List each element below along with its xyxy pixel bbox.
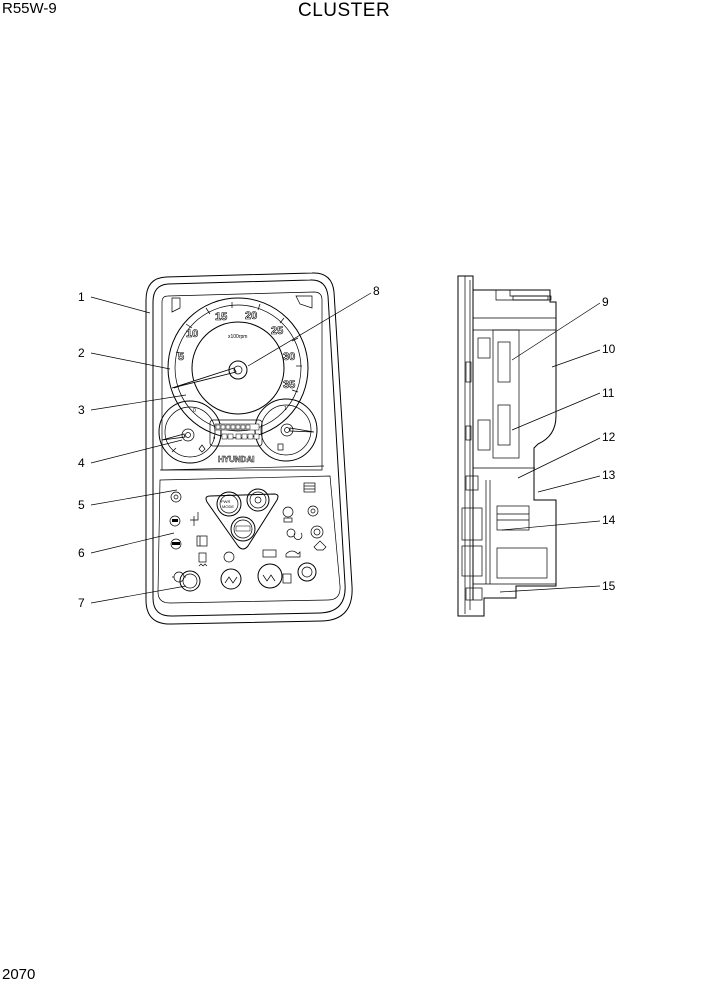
speedo-mark-10: 10 [186, 328, 198, 340]
mode-button-group [205, 493, 279, 550]
speedo-mark-35: 35 [283, 379, 295, 391]
warning-lamps [169, 482, 327, 583]
lamp-icon [169, 515, 181, 527]
switch-button[interactable] [257, 563, 283, 589]
callout-12: 12 [602, 430, 616, 444]
callout-15: 15 [602, 579, 616, 593]
seatbelt-icon [282, 506, 294, 518]
tachometer-ticks [173, 302, 302, 393]
callout-3: 3 [78, 403, 85, 417]
callout-14: 14 [602, 513, 616, 527]
model-code: R55W-9 [2, 0, 57, 17]
left-gauge-mark: 0 [193, 408, 196, 414]
book-icon [196, 535, 208, 547]
light-icon [303, 482, 316, 493]
battery-icon [262, 549, 277, 558]
tachometer-dial [191, 321, 285, 415]
cluster-side-view [457, 275, 557, 617]
right-gauge-mark: 1 [284, 406, 287, 412]
speedo-mark-25: 25 [271, 325, 283, 337]
svg-text:PWR: PWR [221, 499, 230, 504]
callout-leaders [90, 292, 601, 604]
tachometer-bezel [167, 297, 309, 439]
switch-button[interactable] [297, 562, 317, 582]
speedo-mark-20: 20 [245, 310, 257, 322]
speedo-mark-30: 30 [283, 351, 295, 363]
callout-2: 2 [78, 346, 85, 360]
filter-icon [313, 540, 327, 551]
page-number: 2070 [2, 966, 36, 983]
page-title: CLUSTER [298, 0, 391, 21]
lcd-display [209, 419, 263, 447]
callout-4: 4 [78, 456, 85, 470]
work-mode-button[interactable] [246, 488, 270, 512]
lamp-icon [170, 538, 182, 550]
left-gauge [158, 400, 222, 464]
temperature-icon [198, 444, 206, 453]
clock-icon [223, 551, 235, 563]
svg-text:MODE: MODE [222, 504, 234, 509]
callout-8: 8 [373, 284, 380, 298]
boom-icon [190, 512, 199, 526]
callout-13: 13 [602, 468, 616, 482]
switch-button[interactable] [179, 570, 201, 592]
speedo-mark-15: 15 [215, 311, 227, 323]
speedo-mark-5: 5 [178, 351, 184, 363]
callout-6: 6 [78, 546, 85, 560]
callout-5: 5 [78, 498, 85, 512]
callout-11: 11 [602, 386, 615, 400]
callout-7: 7 [78, 596, 85, 610]
callout-9: 9 [602, 295, 609, 309]
speed-button[interactable] [230, 516, 256, 542]
cluster-front-view: 5 10 15 20 25 30 35 x100rpm 0 1 [145, 272, 353, 625]
switch-button[interactable] [220, 568, 242, 590]
auto-mode-button[interactable] [216, 491, 242, 517]
brand-logo: HYUNDAI [218, 455, 254, 464]
speedo-unit-label: x100rpm [228, 334, 247, 340]
callout-10: 10 [602, 342, 616, 356]
callout-1: 1 [78, 290, 85, 304]
glow-plug-icon [198, 552, 207, 563]
lamp-icon [170, 491, 182, 503]
tachometer-needle [171, 367, 237, 389]
fuel-icon [277, 443, 284, 451]
oil-icon [285, 550, 301, 558]
svg-text:h: h [213, 435, 215, 440]
